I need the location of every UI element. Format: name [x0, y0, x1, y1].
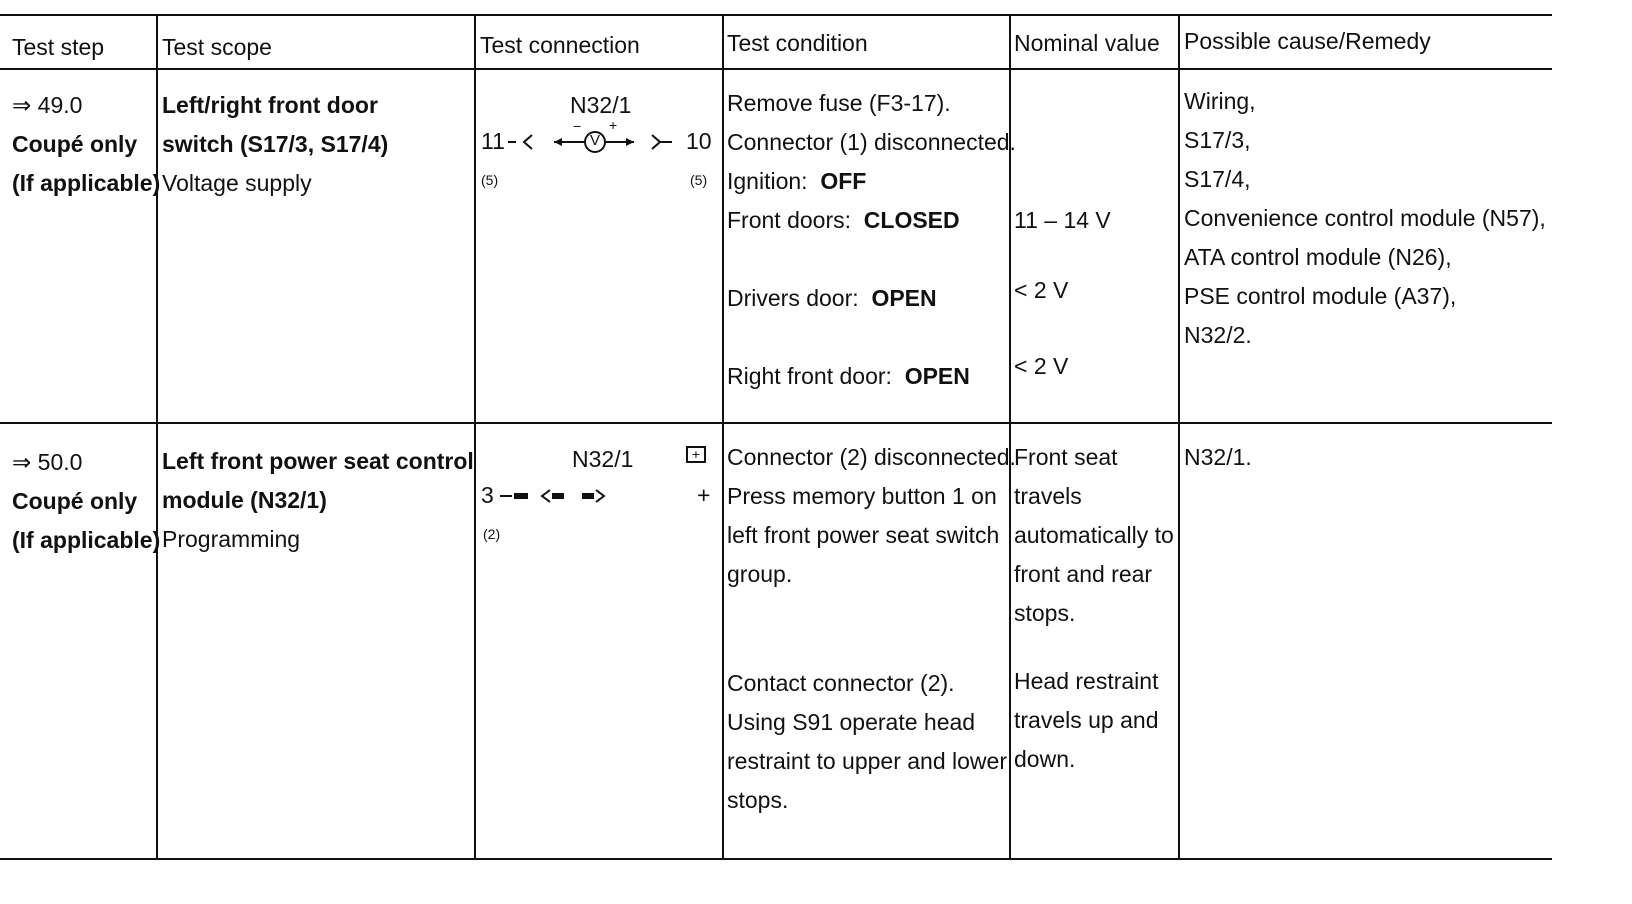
header-test-condition: Test condition	[727, 30, 868, 56]
row2-test-condition-b: Contact connector (2). Using S91 operate…	[727, 664, 1007, 820]
nominal-line: travels up and	[1014, 707, 1159, 733]
condition-line: Contact connector (2).	[727, 670, 955, 696]
cause-item: S17/3,	[1184, 127, 1251, 153]
condition-line: Right front door: OPEN	[727, 363, 970, 389]
nominal-value: < 2 V	[1014, 353, 1069, 379]
condition-line: Drivers door: OPEN	[727, 285, 937, 311]
row1-test-step: ⇒ 49.0 Coupé only (If applicable)	[12, 86, 160, 203]
component-label: N32/1	[570, 92, 632, 118]
row2-test-step: ⇒ 50.0 Coupé only (If applicable)	[12, 443, 160, 560]
cause-item: N32/2.	[1184, 322, 1252, 348]
header-nominal-value: Nominal value	[1014, 30, 1160, 56]
left-connector-ref: (5)	[481, 172, 499, 188]
condition-line: Remove fuse (F3-17).	[727, 90, 951, 116]
col-divider-3	[722, 14, 724, 860]
row1-possible-cause: Wiring, S17/3, S17/4, Convenience contro…	[1184, 82, 1546, 355]
header-possible-cause: Possible cause/Remedy	[1184, 28, 1431, 54]
component-label: N32/1	[572, 446, 634, 472]
condition-line: Ignition: OFF	[727, 168, 867, 194]
row1-test-scope: Left/right front door switch (S17/3, S17…	[162, 86, 388, 203]
step-note: (If applicable)	[12, 527, 161, 553]
condition-line: Front doors: CLOSED	[727, 207, 960, 233]
nominal-value: < 2 V	[1014, 277, 1069, 303]
nominal-line: Head restraint	[1014, 668, 1159, 694]
scope-title-line: Left front power seat control	[162, 448, 474, 474]
condition-line: left front power seat switch	[727, 522, 1000, 548]
col-divider-4	[1009, 14, 1011, 860]
header-bottom-border	[0, 68, 1552, 70]
voltmeter-icon	[584, 131, 606, 153]
minus-symbol: −	[573, 118, 582, 134]
plus-symbol: +	[609, 117, 618, 133]
left-pin: 11	[481, 128, 505, 154]
nominal-line: Front seat	[1014, 444, 1118, 470]
scope-description: Voltage supply	[162, 170, 312, 196]
cause-item: PSE control module (A37),	[1184, 283, 1457, 309]
row2-nominal-b: Head restraint travels up and down.	[1014, 662, 1158, 779]
condition-line: Connector (1) disconnected.	[727, 129, 1016, 155]
row2-test-condition-a: Connector (2) disconnected. Press memory…	[727, 438, 1016, 594]
step-model: Coupé only	[12, 131, 138, 157]
step-model: Coupé only	[12, 488, 138, 514]
row1-test-condition: Remove fuse (F3-17). Connector (1) disco…	[727, 84, 1016, 396]
scope-title-line: Left/right front door	[162, 92, 378, 118]
connection-diagram	[500, 489, 606, 503]
condition-line: stops.	[727, 787, 789, 813]
left-pin: 3	[481, 482, 494, 508]
nominal-line: travels	[1014, 483, 1082, 509]
cause-item: S17/4,	[1184, 166, 1251, 192]
header-test-connection: Test connection	[480, 32, 640, 58]
cause-item: ATA control module (N26),	[1184, 244, 1452, 270]
condition-line: Connector (2) disconnected.	[727, 444, 1016, 470]
scope-title-line: switch (S17/3, S17/4)	[162, 131, 389, 157]
row2-nominal-a: Front seat travels automatically to fron…	[1014, 438, 1174, 633]
condition-line: Press memory button 1 on	[727, 483, 997, 509]
col-divider-5	[1178, 14, 1180, 860]
cause-item: Convenience control module (N57),	[1184, 205, 1546, 231]
condition-line: restraint to upper and lower	[727, 748, 1007, 774]
condition-line: Using S91 operate head	[727, 709, 976, 735]
row2-test-scope: Left front power seat control module (N3…	[162, 442, 474, 559]
scope-description: Programming	[162, 526, 301, 552]
step-number: ⇒ 50.0	[12, 449, 83, 475]
scope-title-line: module (N32/1)	[162, 487, 327, 513]
cause-item: Wiring,	[1184, 88, 1256, 114]
battery-icon: +	[686, 446, 706, 463]
left-connector-ref: (2)	[483, 526, 501, 542]
battery-polarity: +	[691, 446, 701, 462]
nominal-line: stops.	[1014, 600, 1076, 626]
plus-terminal: +	[697, 482, 711, 508]
header-test-scope: Test scope	[162, 34, 272, 60]
col-divider-2	[474, 14, 476, 860]
table-bottom-border	[0, 858, 1552, 860]
header-test-step: Test step	[12, 34, 105, 60]
nominal-line: front and rear	[1014, 561, 1153, 587]
table-top-border	[0, 14, 1552, 16]
right-pin: 10	[686, 128, 712, 154]
row-divider	[0, 422, 1552, 424]
meter-symbol: V	[590, 132, 601, 149]
right-connector-ref: (5)	[690, 172, 708, 188]
nominal-line: down.	[1014, 746, 1076, 772]
step-note: (If applicable)	[12, 170, 161, 196]
nominal-value: 11 – 14 V	[1014, 207, 1111, 233]
condition-line: group.	[727, 561, 793, 587]
cause-item: N32/1.	[1184, 444, 1252, 470]
step-number: ⇒ 49.0	[12, 92, 83, 118]
nominal-line: automatically to	[1014, 522, 1174, 548]
col-divider-1	[156, 14, 158, 860]
voltmeter-connection-diagram	[508, 131, 672, 153]
